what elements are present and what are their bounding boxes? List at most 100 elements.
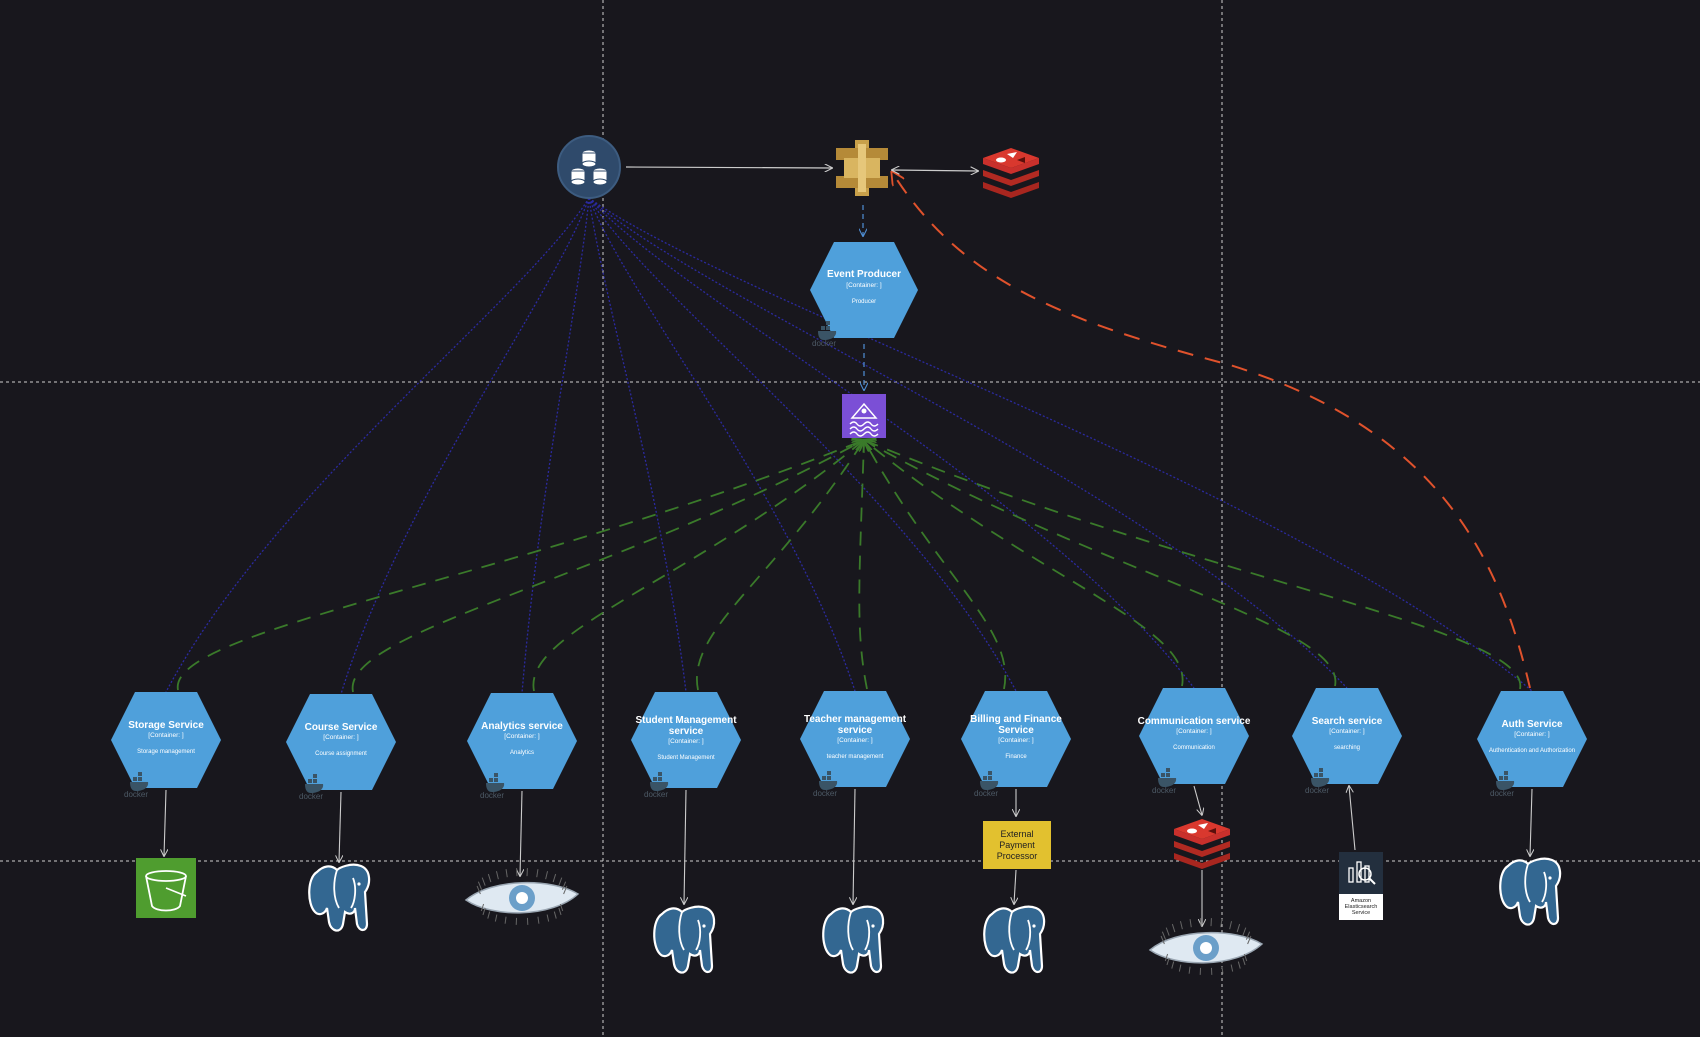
docker-whale-icon xyxy=(130,772,149,791)
event-stream-links xyxy=(177,440,1521,693)
docker-label: docker xyxy=(644,790,668,799)
service-container[interactable]: Communication service[Container: ]Commun… xyxy=(1138,688,1251,784)
service-title: Communication service xyxy=(1138,716,1251,727)
postgresql-elephant-icon xyxy=(653,905,716,974)
lb-link xyxy=(588,197,1017,692)
auth-to-gateway-link xyxy=(892,172,1531,689)
service-title: Analytics service xyxy=(481,721,563,732)
lb-link xyxy=(165,197,590,693)
event-producer-container[interactable]: Event Producer [Container: ] Producer do… xyxy=(810,242,918,348)
service-title: Course Service xyxy=(305,722,378,733)
elasticsearch-label-3: Service xyxy=(1352,910,1370,916)
docker-whale-icon xyxy=(1311,768,1330,787)
cassandra-eye-icon xyxy=(1148,918,1264,975)
redis-icon xyxy=(983,148,1039,198)
service-desc: Analytics xyxy=(510,750,534,756)
external-payment-line-2: Payment xyxy=(999,840,1035,850)
storage-arrow xyxy=(339,791,341,862)
service-desc: Storage management xyxy=(137,749,195,755)
service-desc: searching xyxy=(1334,745,1360,751)
s3-bucket-icon xyxy=(136,858,196,918)
docker-label: docker xyxy=(480,791,504,800)
docker-whale-icon xyxy=(819,771,838,790)
storage-icons xyxy=(136,857,1562,975)
docker-label: docker xyxy=(974,789,998,798)
service-desc: teacher management xyxy=(827,754,884,760)
search-index-arrow xyxy=(1349,786,1356,851)
event-link xyxy=(859,440,867,690)
postgresql-elephant-icon xyxy=(1499,857,1562,926)
service-type: [Container: ] xyxy=(1329,728,1365,735)
event-producer-title: Event Producer xyxy=(827,269,901,280)
service-type: [Container: ] xyxy=(323,734,359,741)
service-container[interactable]: Analytics service[Container: ] Analytics xyxy=(467,693,577,789)
postgresql-elephant-icon xyxy=(308,863,371,932)
cassandra-eye-icon xyxy=(464,868,580,925)
service-title: service xyxy=(838,725,873,736)
service-type: [Container: ] xyxy=(504,733,540,740)
docker-label: docker xyxy=(813,789,837,798)
docker-label: docker xyxy=(1152,786,1176,795)
docker-whale-icon xyxy=(650,772,669,791)
service-container[interactable]: Storage Service[Container: ]Storage mana… xyxy=(111,692,221,788)
storage-arrow xyxy=(853,788,855,904)
api-gateway-icon xyxy=(836,140,888,196)
service-desc: Student Management xyxy=(657,755,715,761)
postgresql-elephant-icon xyxy=(983,905,1046,974)
service-type: [Container: ] xyxy=(1514,731,1550,738)
cache-arrow xyxy=(1193,785,1202,815)
event-link xyxy=(177,440,864,691)
service-title: service xyxy=(669,726,704,737)
event-producer-docker-label: docker xyxy=(812,339,836,348)
load-balancer-links xyxy=(165,197,1533,695)
docker-whale-icon xyxy=(980,771,999,790)
service-container[interactable]: Auth Service[Container: ]Authentication … xyxy=(1477,691,1587,787)
docker-label: docker xyxy=(299,792,323,801)
external-payment-processor[interactable]: External Payment Processor xyxy=(983,821,1051,869)
docker-label: docker xyxy=(1305,786,1329,795)
event-link xyxy=(532,440,864,692)
event-link xyxy=(351,440,864,693)
elasticsearch-icon: Amazon Elasticsearch Service xyxy=(1339,852,1383,920)
service-type: [Container: ] xyxy=(837,737,873,744)
service-type: [Container: ] xyxy=(998,737,1034,744)
storage-arrow xyxy=(1530,788,1532,856)
service-type: [Container: ] xyxy=(148,732,184,739)
event-producer-type: [Container: ] xyxy=(846,282,882,289)
docker-label: docker xyxy=(124,790,148,799)
service-container[interactable]: Search service[Container: ] searching xyxy=(1292,688,1402,784)
docker-whale-icon xyxy=(1496,771,1515,790)
service-title: Service xyxy=(998,725,1034,736)
service-title: Billing and Finance xyxy=(970,714,1062,725)
service-desc: Course assignment xyxy=(315,751,367,757)
service-title: Search service xyxy=(1312,716,1383,727)
event-link xyxy=(864,440,1007,690)
docker-whale-icon xyxy=(818,321,837,340)
storage-arrow xyxy=(684,789,686,904)
event-link xyxy=(864,440,1337,687)
service-container[interactable]: Course Service[Container: ] Course assign… xyxy=(286,694,396,790)
lb-link xyxy=(588,197,1533,692)
service-title: Teacher management xyxy=(804,714,907,725)
lb-link xyxy=(588,197,687,693)
storage-arrow xyxy=(164,789,166,856)
storage-arrow xyxy=(1014,869,1016,904)
service-title: Auth Service xyxy=(1501,719,1563,730)
storage-arrow xyxy=(520,790,522,876)
service-type: [Container: ] xyxy=(668,738,704,745)
lb-to-gateway-arrow xyxy=(625,167,832,168)
lb-link xyxy=(340,197,590,695)
docker-label: docker xyxy=(1490,789,1514,798)
storage-arrows xyxy=(164,786,1532,926)
service-desc: Finance xyxy=(1005,754,1027,760)
docker-whale-icon xyxy=(486,773,505,792)
gateway-redis-arrow xyxy=(892,170,978,171)
docker-whale-icon xyxy=(305,774,324,793)
lb-link xyxy=(588,197,1348,689)
external-payment-line-3: Processor xyxy=(997,851,1038,861)
